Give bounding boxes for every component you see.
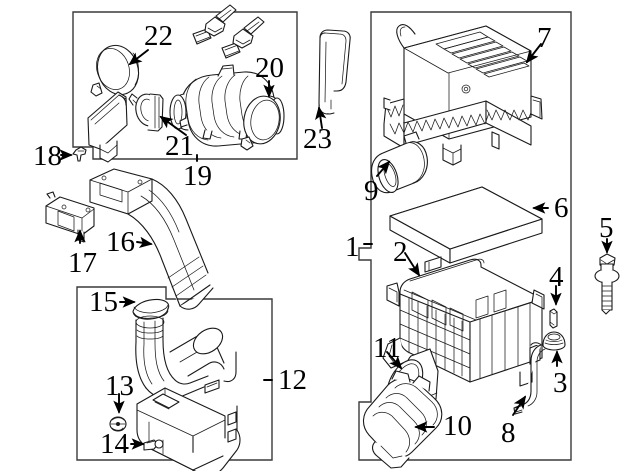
callout-label-19[interactable]: 19	[183, 160, 212, 192]
part-intake-air-guide	[87, 91, 128, 163]
callout-label-18[interactable]: 18	[33, 140, 62, 172]
callout-label-10[interactable]: 10	[443, 410, 472, 442]
callout-label-3[interactable]: 3	[553, 367, 568, 399]
part-air-filter-element	[389, 186, 543, 264]
leader-16	[136, 236, 153, 249]
callout-label-14[interactable]: 14	[100, 428, 129, 460]
callout-label-8[interactable]: 8	[501, 417, 516, 449]
leader-23	[315, 106, 327, 129]
part-resonator-grommet	[109, 416, 127, 432]
callout-label-1[interactable]: 1	[345, 231, 360, 263]
leader-22	[128, 49, 149, 66]
part-hose-clamp-band	[128, 93, 164, 132]
part-air-cleaner-cover	[383, 24, 543, 166]
part-mounting-bolt-stud	[594, 253, 620, 315]
callout-label-13[interactable]: 13	[105, 370, 134, 402]
part-bolt-fitting-a	[204, 4, 237, 37]
callout-label-22[interactable]: 22	[144, 20, 173, 52]
leader-21	[159, 115, 187, 136]
part-grommet-insulator	[542, 331, 566, 351]
leader-2	[404, 252, 421, 277]
callout-label-4[interactable]: 4	[549, 261, 564, 293]
leader-7	[525, 43, 542, 64]
part-intake-duct-cap-seal	[132, 298, 170, 320]
part-air-cleaner-body	[382, 256, 545, 413]
part-resonator-assembly	[135, 315, 241, 471]
part-hose-end-cap-inlet	[90, 44, 140, 97]
part-intake-retainer-clip	[72, 146, 87, 162]
part-air-intake-hose-inlet	[362, 370, 443, 469]
part-mounting-bushing-collar	[549, 308, 558, 329]
callout-label-7[interactable]: 7	[537, 22, 552, 54]
callout-label-12[interactable]: 12	[278, 364, 307, 396]
callout-label-20[interactable]: 20	[255, 52, 284, 84]
panel-border-lower-left	[76, 286, 273, 461]
callout-label-23[interactable]: 23	[303, 123, 332, 155]
part-hose-end-cap-outlet	[240, 95, 281, 151]
callout-label-6[interactable]: 6	[554, 192, 569, 224]
leader-11	[386, 351, 403, 370]
leader-9	[376, 160, 391, 177]
part-breather-vent-tube	[318, 29, 351, 115]
part-bolt-fitting-b	[232, 16, 265, 49]
panel-border-right	[358, 11, 572, 461]
leader-8	[512, 395, 527, 416]
callout-label-17[interactable]: 17	[68, 247, 97, 279]
part-air-intake-bracket-plate	[45, 191, 95, 243]
callout-label-9[interactable]: 9	[364, 175, 379, 207]
callout-label-21[interactable]: 21	[165, 130, 194, 162]
panel-border-upper-left	[72, 11, 298, 160]
callout-label-5[interactable]: 5	[599, 212, 614, 244]
part-small-fitting-b	[221, 42, 241, 59]
callout-label-2[interactable]: 2	[393, 236, 408, 268]
callout-label-11[interactable]: 11	[373, 332, 401, 364]
part-small-fitting-a	[192, 28, 212, 45]
callout-label-16[interactable]: 16	[106, 226, 135, 258]
callout-label-15[interactable]: 15	[89, 286, 118, 318]
